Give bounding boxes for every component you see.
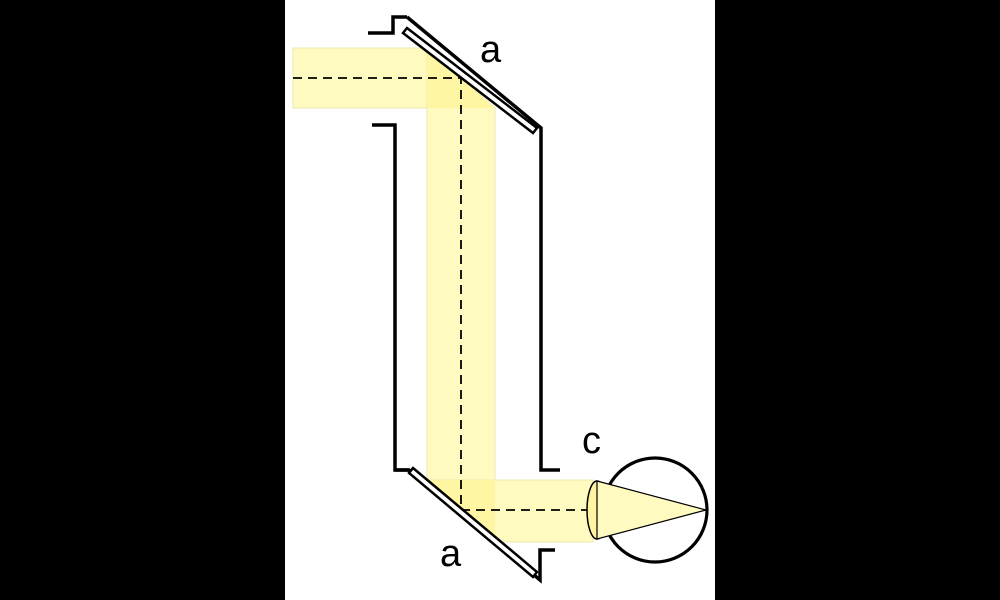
periscope-diagram: a c a <box>292 15 709 584</box>
housing-left-wall <box>372 123 409 472</box>
diagram-canvas: a c a <box>285 0 715 600</box>
housing-bottom-slant <box>395 468 555 584</box>
label-mirror-bottom: a <box>440 533 462 575</box>
optical-axis <box>293 77 705 511</box>
mirror-top <box>401 26 539 135</box>
label-eye-lens: c <box>582 420 601 462</box>
housing-top-slant <box>405 15 560 472</box>
focus-cone <box>596 480 709 540</box>
mirror-bottom <box>407 466 539 579</box>
label-mirror-top: a <box>480 29 502 71</box>
housing-top-inlet <box>368 15 407 35</box>
